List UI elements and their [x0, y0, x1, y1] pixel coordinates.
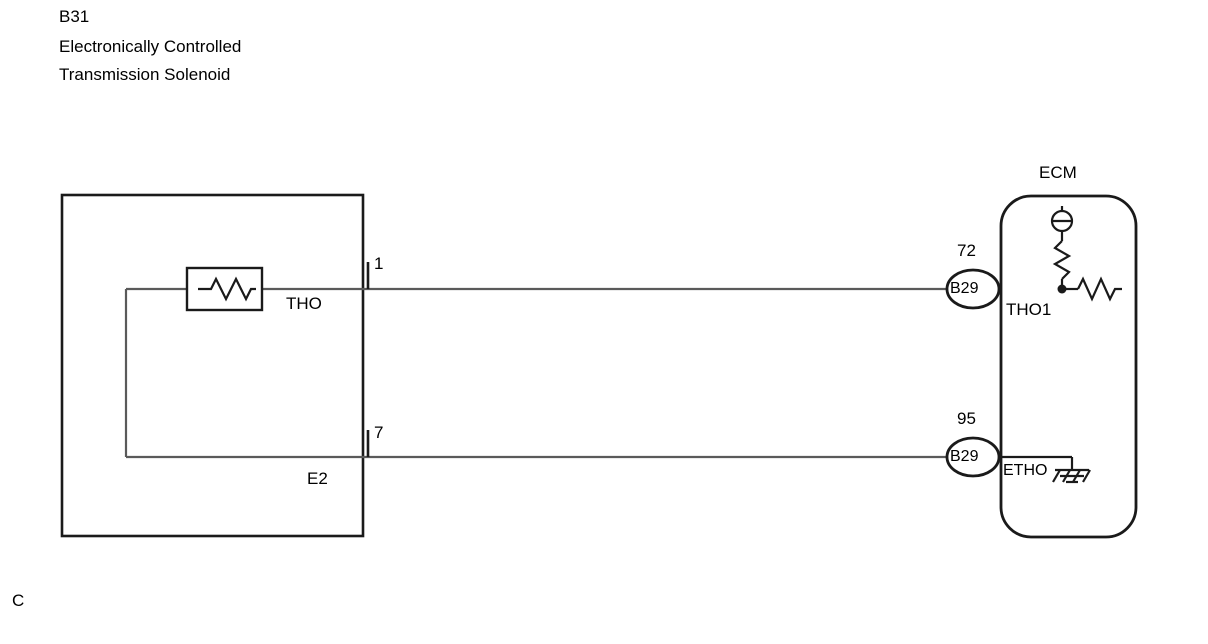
terminal-label-e2: E2 [307, 469, 328, 488]
title-code: B31 [59, 7, 90, 26]
ground-hatch-2 [1062, 469, 1071, 483]
ecm-terminal-tho1: THO1 [1006, 300, 1052, 319]
pin-number-7: 7 [374, 423, 384, 442]
thermistor-body [185, 266, 264, 312]
connector-95-oval [945, 436, 1001, 478]
ecm-box-outline [999, 194, 1138, 539]
title-line-1: Electronically Controlled [59, 37, 242, 56]
ground-hatch-1 [1052, 469, 1061, 483]
footer-note: C [12, 591, 25, 610]
connector-label-b29-top: B29 [950, 280, 979, 297]
ecm-terminal-etho: ETHO [1003, 462, 1048, 479]
connector-number-72: 72 [957, 241, 976, 260]
ecm-pullup-resistor [1052, 240, 1072, 280]
connector-label-b29-bottom: B29 [950, 448, 979, 465]
ecm-label: ECM [1039, 163, 1077, 182]
ground-hatch-4 [1082, 469, 1091, 483]
connector-number-95: 95 [957, 409, 976, 428]
title-line-2: Transmission Solenoid [59, 65, 231, 84]
pin-number-1: 1 [374, 254, 384, 273]
ecm-series-resistor [1077, 276, 1122, 302]
solenoid-box-outline [60, 193, 365, 538]
connector-72-oval [945, 268, 1001, 310]
thermistor-zigzag [198, 276, 256, 302]
terminal-label-tho: THO [286, 294, 322, 313]
ground-hatch-3 [1072, 469, 1081, 483]
